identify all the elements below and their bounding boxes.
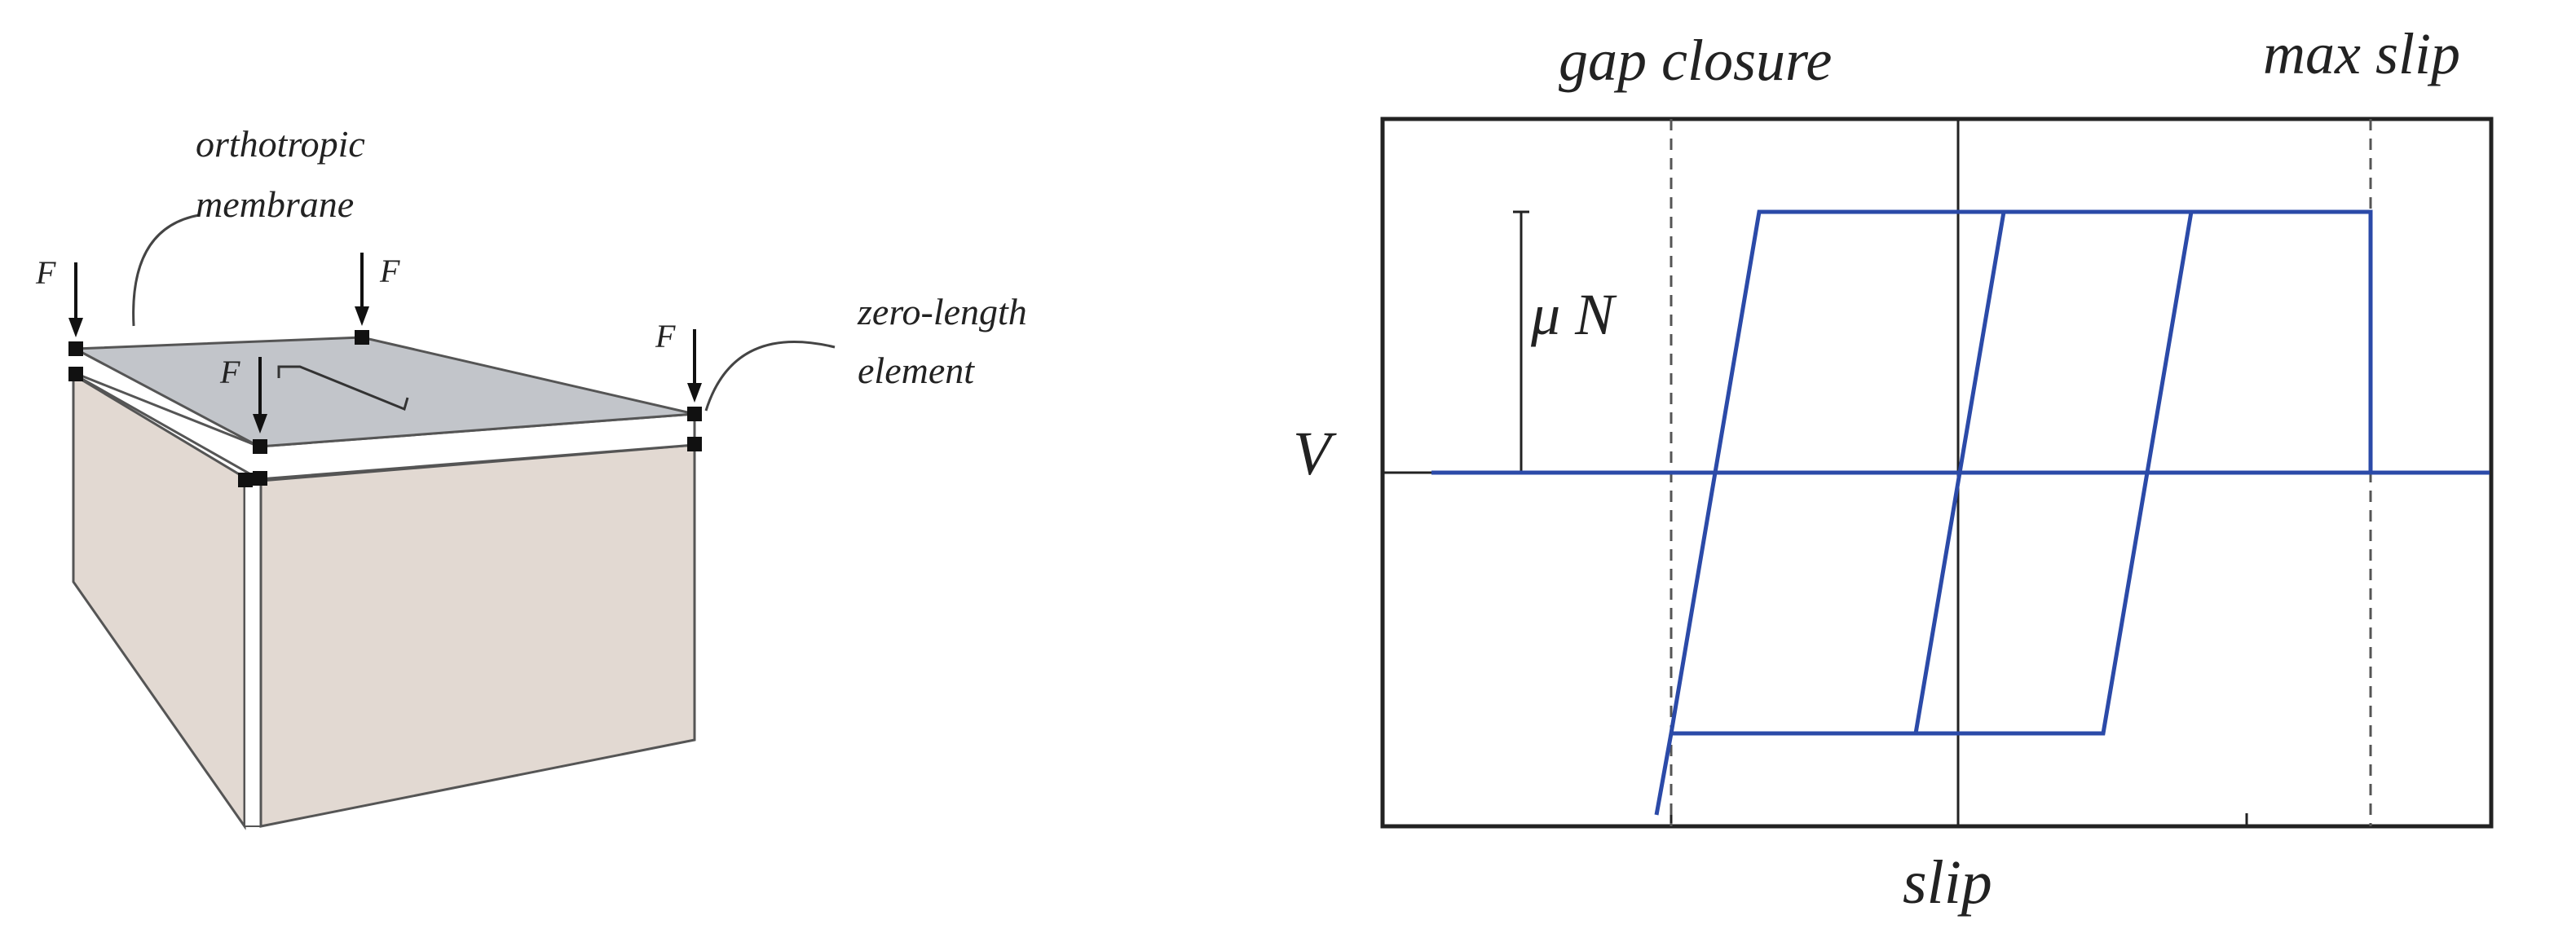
node: [355, 330, 369, 345]
lower-branch: [1671, 211, 2194, 736]
membrane-leader-line: [132, 213, 200, 327]
node: [687, 437, 702, 451]
force-arrow: [355, 253, 369, 326]
wall-gap-strip: [244, 476, 262, 827]
hysteresis-curve: [1431, 209, 2490, 816]
outer-loop: [1654, 209, 2373, 816]
force-label: F: [379, 253, 400, 289]
y-axis-label: V: [1293, 420, 1337, 488]
force-label: F: [219, 354, 240, 390]
force-arrows: [68, 253, 702, 434]
mu-n-label: μ N: [1530, 282, 1617, 347]
node: [687, 407, 702, 421]
node: [68, 341, 83, 356]
gap-closure-label: gap closure: [1559, 28, 1832, 93]
force-arrow: [68, 262, 83, 337]
force-arrow: [253, 357, 267, 434]
zero-length-label: zero-length: [857, 291, 1027, 332]
node: [238, 473, 253, 487]
x-axis-label: slip: [1903, 848, 1992, 917]
nodes: [68, 330, 702, 487]
node: [253, 471, 267, 486]
membrane-label: membrane: [196, 183, 354, 225]
membrane-label: orthotropic: [196, 123, 365, 165]
inner-loop: [1913, 211, 2006, 734]
node: [253, 439, 267, 454]
max-slip-label: max slip: [2263, 21, 2460, 86]
force-label: F: [655, 318, 676, 354]
force-arrow: [687, 329, 702, 403]
wall-diagram: F F F F orthotropic membrane zero-length…: [35, 123, 1027, 830]
friction-plot: gap closure max slip μ N V slip: [1293, 21, 2494, 917]
force-label: F: [35, 254, 56, 291]
zero-length-leader-line: [704, 341, 836, 412]
zero-length-label: element: [858, 350, 975, 391]
front-wall-panel: [259, 443, 696, 828]
orthotropy-symbol: [277, 365, 409, 412]
mu-n-marker: [1513, 210, 1529, 473]
node: [68, 367, 83, 381]
